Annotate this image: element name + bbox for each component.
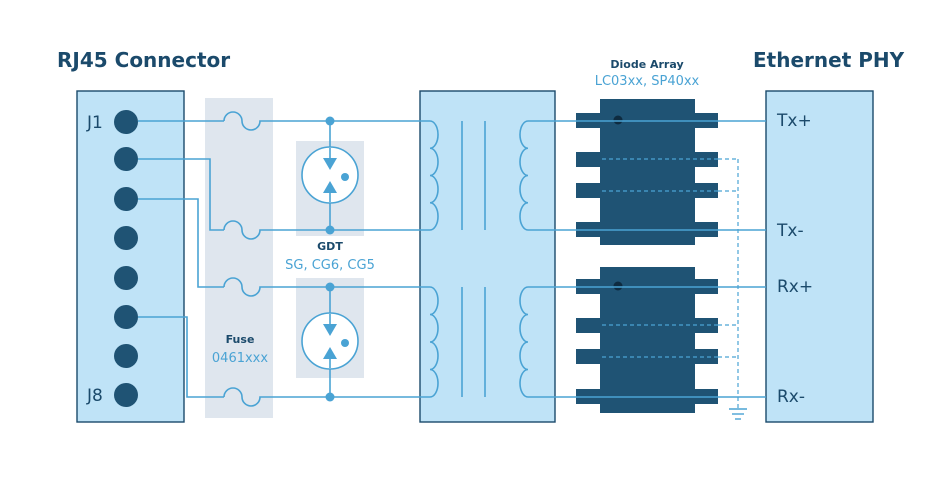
fuse-symbols xyxy=(223,111,420,407)
gdt-lower-tube xyxy=(301,312,359,370)
gdt-lower-electrode-top xyxy=(323,324,337,336)
pin-label-j8: J8 xyxy=(86,386,103,406)
rj45-title: RJ45 Connector xyxy=(57,48,230,72)
diode-array-lower xyxy=(576,267,718,413)
pin-6 xyxy=(114,305,138,329)
ground-bus xyxy=(718,158,747,420)
diode-array-upper xyxy=(576,99,718,245)
rj45-connector-panel xyxy=(76,90,185,423)
pin-7 xyxy=(114,344,138,368)
pin1-marker xyxy=(613,115,623,125)
transformer-panel xyxy=(419,90,556,423)
signal-rx-plus: Rx+ xyxy=(777,277,813,297)
primary-winding-lower xyxy=(420,286,439,398)
rj45-pins xyxy=(114,110,138,407)
wire-pin3 xyxy=(138,198,224,288)
diode-array-parts: LC03xx, SP40xx xyxy=(595,74,700,89)
fuse-4 xyxy=(223,387,420,407)
secondary-winding-lower xyxy=(519,286,555,398)
pin-3 xyxy=(114,187,138,211)
pin-label-j1: J1 xyxy=(86,113,103,133)
pin-1 xyxy=(114,110,138,134)
gdt-parts: SG, CG6, CG5 xyxy=(285,258,375,273)
gdt-upper-tube xyxy=(301,146,359,204)
signal-tx-plus: Tx+ xyxy=(776,111,812,131)
fuse-region xyxy=(205,98,273,418)
gdt-upper-electrode-top xyxy=(323,158,337,170)
primary-winding-upper xyxy=(420,120,439,231)
junction xyxy=(325,116,335,126)
ethernet-phy-panel xyxy=(765,90,874,423)
gdt-upper xyxy=(301,116,359,235)
chip-body-lower xyxy=(600,267,695,413)
gdt-label: GDT xyxy=(317,240,343,253)
gdt-lower xyxy=(301,282,359,402)
phy-title: Ethernet PHY xyxy=(753,48,905,72)
transformer-lower xyxy=(420,286,555,398)
junction xyxy=(325,225,335,235)
signal-tx-minus: Tx- xyxy=(776,221,804,241)
pin-4 xyxy=(114,226,138,250)
signal-rx-minus: Rx- xyxy=(777,387,805,407)
pin-8 xyxy=(114,383,138,407)
fuse-3 xyxy=(223,277,420,297)
fuse-2 xyxy=(223,220,420,240)
secondary-winding-upper xyxy=(519,120,555,231)
pin-2 xyxy=(114,147,138,171)
gdt-upper-electrode-bottom xyxy=(323,181,337,193)
fuse-part: 0461xxx xyxy=(212,351,268,366)
wire-pin2 xyxy=(138,158,224,231)
wire-pin6 xyxy=(138,316,224,398)
junction xyxy=(325,392,335,402)
wires-connector-fuse xyxy=(138,120,224,398)
pin1-marker xyxy=(613,281,623,291)
gdt-lower-electrode-bottom xyxy=(323,347,337,359)
fuse-1 xyxy=(223,111,420,131)
pin-5 xyxy=(114,266,138,290)
transformer-upper xyxy=(420,120,555,231)
fuse-label: Fuse xyxy=(226,333,255,346)
junction xyxy=(325,282,335,292)
diode-array-label: Diode Array xyxy=(610,58,683,71)
